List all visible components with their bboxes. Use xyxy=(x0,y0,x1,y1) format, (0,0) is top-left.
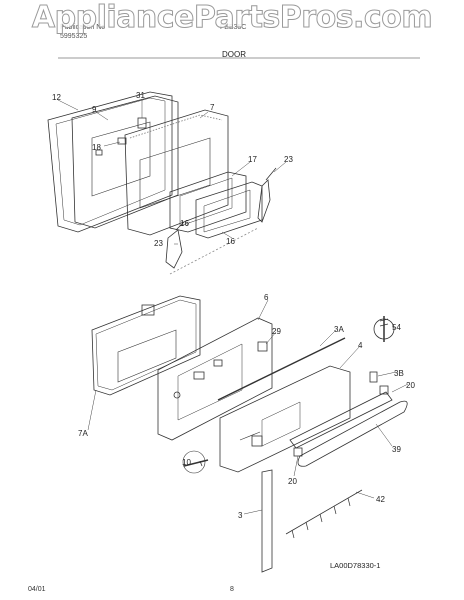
footer-page: 8 xyxy=(230,586,234,593)
trim-3A xyxy=(217,337,346,401)
callout-label: 31 xyxy=(136,91,145,100)
hinge-23-left xyxy=(165,229,183,269)
end-cap-20-right xyxy=(379,385,389,395)
hinge-bracket-31 xyxy=(137,117,147,129)
callout-label: 20 xyxy=(406,381,415,390)
trim-post-3 xyxy=(261,469,273,573)
door-gasket-12 xyxy=(47,91,173,233)
callout-label: 7A xyxy=(78,429,88,438)
inner-liner-6 xyxy=(157,317,273,441)
callout-label: 39 xyxy=(392,445,401,454)
callout-labels: 12 9 31 7 18 17 23 16 23 16 6 29 54 3A 4… xyxy=(52,91,415,570)
callout-label: 18 xyxy=(92,143,101,152)
callout-label: 3A xyxy=(334,325,344,334)
diagram-code: LA00D78330-1 xyxy=(330,561,380,570)
inner-panel-9 xyxy=(71,95,179,229)
callout-label: 54 xyxy=(392,323,401,332)
hinge-23-right xyxy=(257,179,271,223)
window-pack-17 xyxy=(169,171,247,233)
callout-label: 23 xyxy=(284,155,293,164)
callout-label: 3B xyxy=(394,369,404,378)
window-pack-16 xyxy=(195,181,263,239)
end-cap-3B xyxy=(369,371,378,383)
clip-strip-42 xyxy=(285,489,363,535)
handle-channel xyxy=(289,391,393,449)
callout-label: 42 xyxy=(376,495,385,504)
callout-label: 10 xyxy=(182,458,191,467)
bracket xyxy=(251,435,263,447)
footer-date: 04/01 xyxy=(28,586,46,593)
callout-label: 7 xyxy=(210,103,215,112)
callout-label: 16 xyxy=(226,237,235,246)
callout-label: 12 xyxy=(52,93,61,102)
publication-number: 5995325 xyxy=(60,33,88,40)
model-number: FEB35C xyxy=(220,24,247,31)
callout-label: 9 xyxy=(92,105,97,114)
callout-label: 6 xyxy=(264,293,269,302)
callout-label: 20 xyxy=(288,477,297,486)
callout-label: 3 xyxy=(238,511,243,520)
outer-door-7 xyxy=(124,109,229,236)
callout-label: 29 xyxy=(272,327,281,336)
callout-label: 4 xyxy=(358,341,363,350)
glass-panel-4 xyxy=(219,365,351,473)
section-title: DOOR xyxy=(222,50,246,59)
callout-label: 16 xyxy=(180,219,189,228)
end-cap-20-left xyxy=(293,447,303,457)
screw-10 xyxy=(183,459,209,467)
publication-label: Publication No xyxy=(60,24,106,31)
clip-29 xyxy=(257,341,268,352)
callout-label: 23 xyxy=(154,239,163,248)
callout-label: 17 xyxy=(248,155,257,164)
door-handle-39 xyxy=(297,400,408,467)
outer-door-7A xyxy=(91,295,201,396)
